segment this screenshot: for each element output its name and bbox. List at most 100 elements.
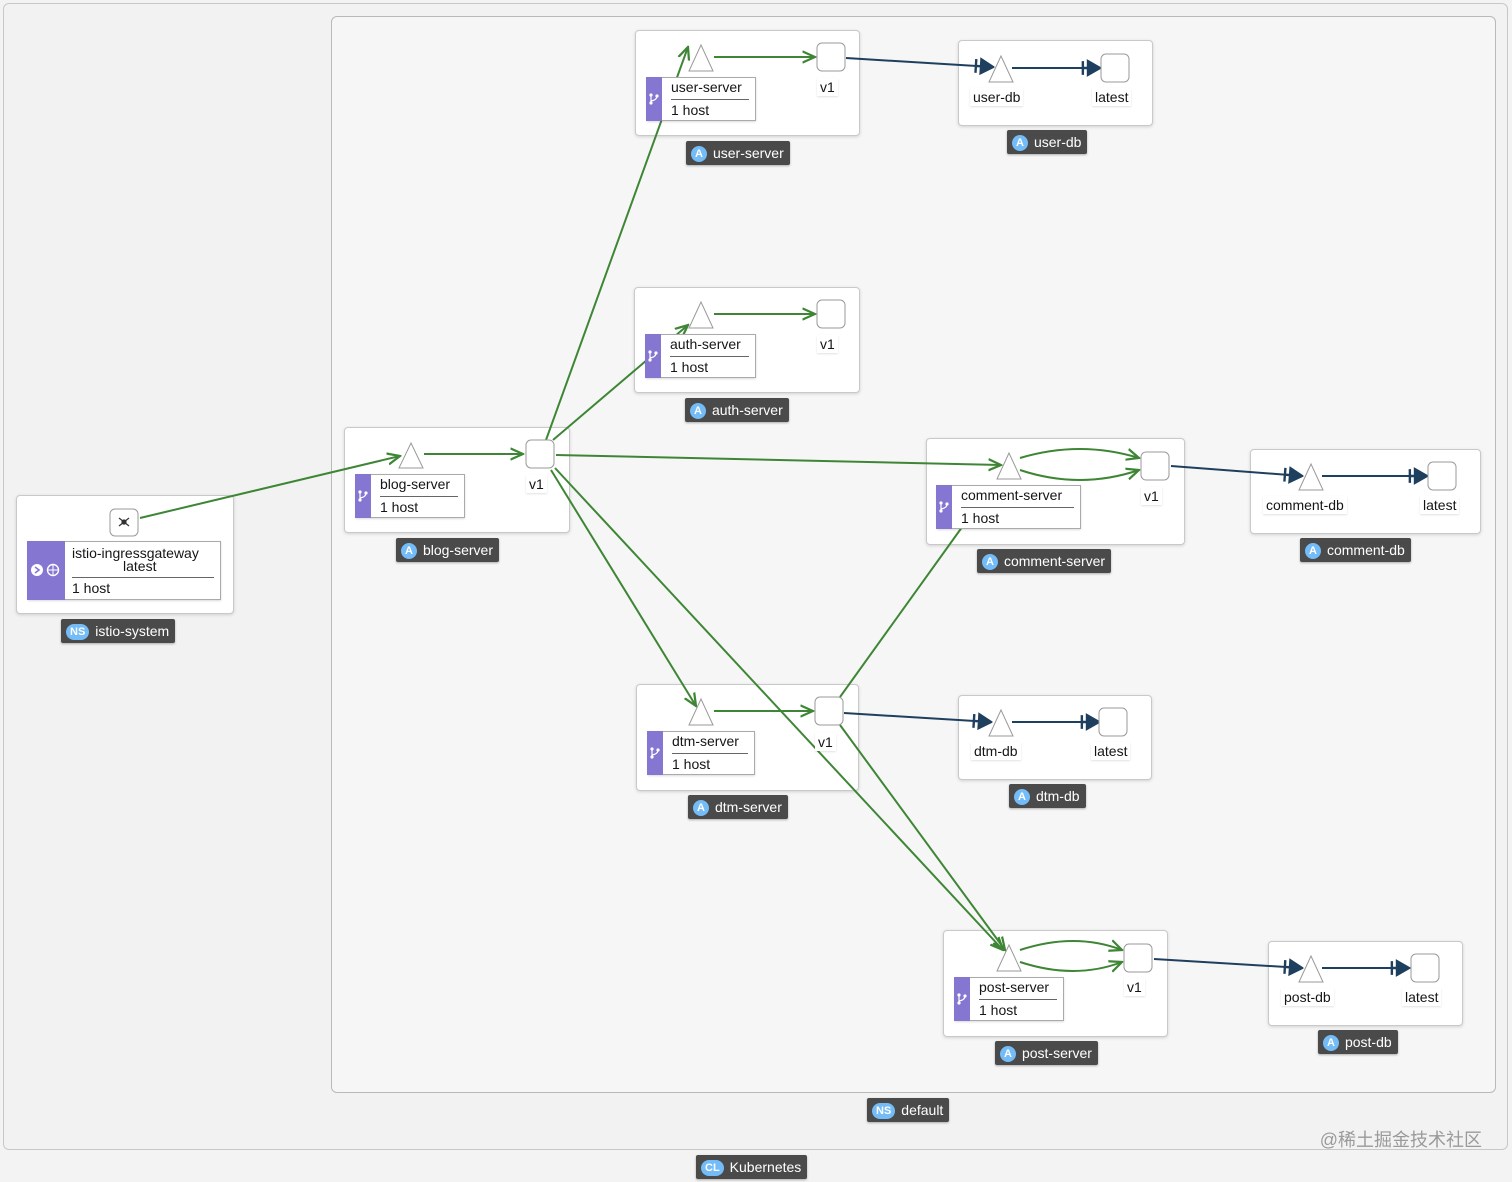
auth-server-workload-label[interactable]: auth-server 1 host [645, 334, 756, 378]
host-count: 1 host [670, 359, 709, 375]
app-badge: A [1014, 789, 1030, 805]
service-name: comment-server [961, 487, 1063, 503]
user-server-v1-node[interactable] [816, 42, 846, 72]
separator [670, 356, 749, 357]
workload-bar [936, 485, 952, 529]
service-name: post-server [979, 979, 1050, 995]
app-name: dtm-server [714, 799, 782, 815]
gateway-workload-label[interactable]: istio-ingressgateway latest 1 host [27, 541, 221, 600]
comment-server-service-node[interactable] [996, 451, 1022, 480]
edge-blog-post[interactable] [554, 467, 1003, 950]
edge-comment-db[interactable] [1170, 465, 1302, 476]
service-name: user-server [671, 79, 742, 95]
post-server-version-tag: v1 [1124, 978, 1145, 996]
comment-db-latest-node[interactable] [1427, 461, 1457, 491]
workload-bar [954, 977, 970, 1021]
post-server-workload-label[interactable]: post-server 1 host [954, 977, 1064, 1021]
host-count: 1 host [961, 510, 1000, 526]
app-name: user-db [1033, 134, 1082, 150]
app-name: user-server [712, 145, 784, 161]
branch-icon [358, 490, 368, 502]
post-server-v1-node[interactable] [1123, 943, 1153, 973]
workload-bar [355, 474, 371, 518]
edge-comment-svc-v1-a[interactable] [1019, 448, 1139, 458]
separator [979, 999, 1057, 1000]
branch-icon [957, 993, 967, 1005]
separator [672, 753, 748, 754]
edge-post-db[interactable] [1153, 958, 1302, 968]
dtm-db-version-tag: latest [1091, 742, 1131, 760]
ingress-root-icon [118, 517, 130, 527]
user-db-version-tag: latest [1092, 88, 1132, 106]
edge-comment-svc-v1-b[interactable] [1019, 470, 1139, 481]
branch-icon [939, 501, 949, 513]
branch-icon [648, 350, 658, 362]
dtm-db-service-tag: dtm-db [971, 742, 1021, 760]
host-count: 1 host [979, 1002, 1018, 1018]
host-count: 1 host [672, 756, 711, 772]
dtm-server-workload-label[interactable]: dtm-server 1 host [647, 731, 755, 775]
dtm-db-latest-node[interactable] [1098, 707, 1128, 737]
dtm-server-service-node[interactable] [688, 697, 714, 726]
post-db-service-node[interactable] [1298, 954, 1324, 983]
comment-server-v1-node[interactable] [1140, 451, 1170, 481]
user-server-service-node[interactable] [688, 43, 714, 72]
separator [380, 496, 458, 497]
edge-dtm-db[interactable] [843, 712, 991, 722]
branch-icon [650, 747, 660, 759]
edge-gateway-blog[interactable] [139, 456, 400, 519]
user-server-workload-label[interactable]: user-server 1 host [646, 77, 756, 121]
workload-bar [646, 77, 662, 121]
app-name: auth-server [711, 402, 783, 418]
edge-dtm-comment[interactable] [839, 522, 966, 698]
post-db-latest-node[interactable] [1410, 953, 1440, 983]
gateway-hosts: 1 host [72, 580, 111, 596]
comment-server-workload-label[interactable]: comment-server 1 host [936, 485, 1081, 529]
host-count: 1 host [671, 102, 710, 118]
blog-server-service-node[interactable] [398, 441, 424, 469]
post-server-service-node[interactable] [996, 943, 1022, 972]
app-badge: A [401, 543, 417, 559]
app-badge: A [691, 146, 707, 162]
blog-server-v1-node[interactable] [525, 439, 555, 469]
post-db-service-tag: post-db [1281, 988, 1334, 1006]
edge-dtm-post[interactable] [839, 724, 1005, 950]
gateway-name: istio-ingressgateway [72, 545, 199, 561]
app-name: comment-db [1326, 542, 1405, 558]
auth-server-version-tag: v1 [817, 335, 838, 353]
edge-blog-dtm[interactable] [550, 469, 696, 706]
blog-server-workload-label[interactable]: blog-server 1 host [355, 474, 465, 518]
auth-server-service-node[interactable] [688, 300, 714, 329]
dtm-server-v1-node[interactable] [814, 696, 844, 726]
user-server-version-tag: v1 [817, 78, 838, 96]
edge-post-svc-v1-a[interactable] [1019, 941, 1122, 950]
gateway-icons [31, 563, 60, 577]
user-db-service-node[interactable] [988, 54, 1014, 83]
user-db-latest-node[interactable] [1100, 53, 1130, 83]
auth-server-v1-node[interactable] [816, 299, 846, 329]
dtm-db-service-node[interactable] [988, 708, 1014, 737]
app-badge: A [1305, 543, 1321, 559]
separator [961, 507, 1074, 508]
comment-db-service-node[interactable] [1298, 462, 1324, 491]
separator [72, 577, 214, 578]
edge-user-db[interactable] [845, 57, 993, 67]
edge-post-svc-v1-b[interactable] [1019, 962, 1122, 971]
cluster-badge: CL [701, 1160, 724, 1176]
edge-blog-comment[interactable] [555, 454, 1001, 465]
app-badge: A [693, 800, 709, 816]
